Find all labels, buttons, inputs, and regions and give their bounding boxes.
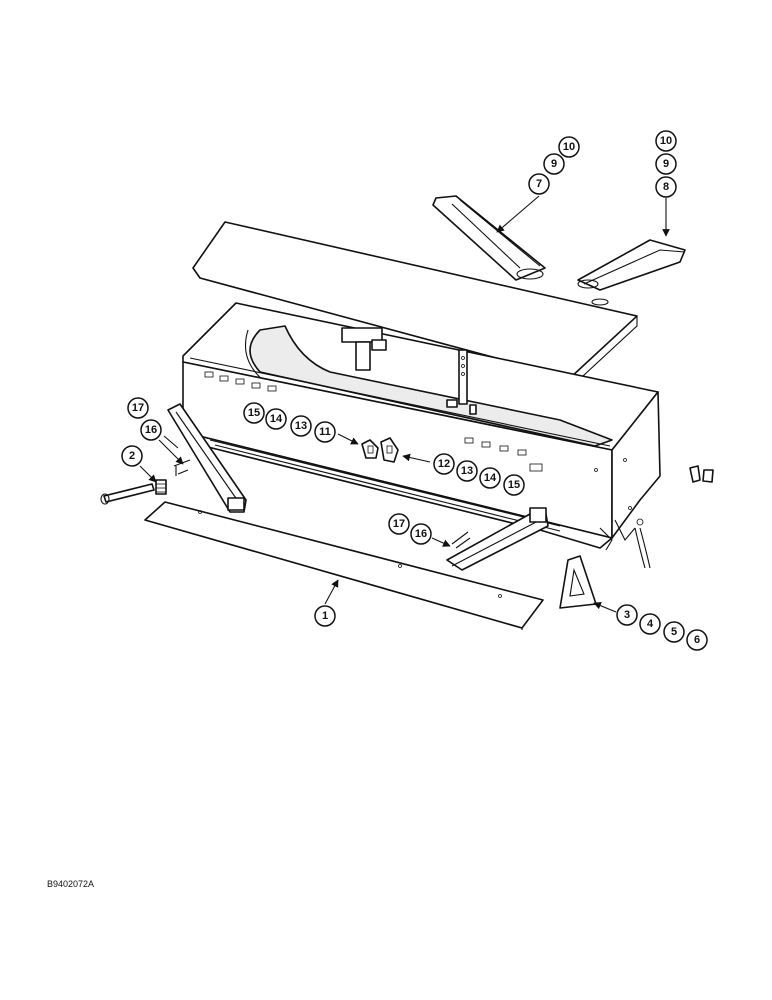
svg-text:17: 17 bbox=[132, 402, 144, 414]
callout-14-upper: 14 bbox=[265, 408, 287, 430]
hose-assembly bbox=[634, 518, 651, 569]
callout-4: 4 bbox=[639, 613, 661, 635]
callout-3: 3 bbox=[616, 604, 638, 626]
callout-15-upper: 15 bbox=[243, 402, 265, 424]
side-panel-details bbox=[594, 458, 636, 551]
callout-10-top-left: 10 bbox=[558, 136, 580, 158]
svg-text:1: 1 bbox=[322, 610, 328, 622]
callout-15-lower: 15 bbox=[503, 474, 525, 496]
callout-14-lower: 14 bbox=[479, 467, 501, 489]
svg-text:9: 9 bbox=[551, 158, 557, 170]
callout-8: 8 bbox=[655, 176, 677, 198]
svg-text:11: 11 bbox=[319, 426, 331, 438]
svg-text:14: 14 bbox=[270, 413, 283, 425]
svg-text:10: 10 bbox=[660, 135, 672, 147]
support-leg-right bbox=[446, 507, 549, 571]
svg-text:7: 7 bbox=[536, 178, 542, 190]
svg-text:3: 3 bbox=[624, 609, 630, 621]
callout-1: 1 bbox=[314, 605, 336, 627]
callout-17-right: 17 bbox=[388, 513, 410, 535]
callout-5: 5 bbox=[663, 621, 685, 643]
svg-text:6: 6 bbox=[694, 634, 700, 646]
svg-text:4: 4 bbox=[647, 618, 654, 630]
support-leg-left bbox=[167, 403, 247, 513]
svg-text:2: 2 bbox=[129, 450, 135, 462]
svg-text:17: 17 bbox=[393, 518, 405, 530]
figure-reference-code: B9402072A bbox=[47, 879, 94, 889]
svg-text:14: 14 bbox=[484, 472, 497, 484]
callout-13-lower: 13 bbox=[456, 460, 478, 482]
svg-text:15: 15 bbox=[248, 407, 260, 419]
svg-text:12: 12 bbox=[438, 458, 450, 470]
gusset-3 bbox=[559, 555, 597, 609]
callout-9-top-left: 9 bbox=[543, 153, 565, 175]
vertical-rod bbox=[446, 349, 477, 415]
pin-16-right bbox=[451, 531, 471, 549]
callout-11: 11 bbox=[314, 421, 336, 443]
center-latch bbox=[341, 327, 387, 371]
bracket-8 bbox=[577, 239, 686, 306]
svg-text:16: 16 bbox=[145, 424, 157, 436]
callout-7: 7 bbox=[528, 173, 550, 195]
latch-plates-11-12 bbox=[361, 437, 399, 463]
svg-text:8: 8 bbox=[663, 181, 669, 193]
svg-text:13: 13 bbox=[295, 420, 307, 432]
callout-10-top-right: 10 bbox=[655, 130, 677, 152]
callout-16-right: 16 bbox=[410, 523, 432, 545]
svg-text:15: 15 bbox=[508, 479, 520, 491]
leader-lines bbox=[139, 195, 670, 613]
svg-text:5: 5 bbox=[671, 626, 677, 638]
loose-clip bbox=[689, 465, 714, 483]
front-hole-row bbox=[204, 371, 543, 472]
svg-text:9: 9 bbox=[663, 158, 669, 170]
callout-16-left: 16 bbox=[140, 419, 162, 441]
rod-2 bbox=[100, 479, 167, 505]
svg-text:16: 16 bbox=[415, 528, 427, 540]
callout-2: 2 bbox=[121, 445, 143, 467]
callout-12: 12 bbox=[433, 453, 455, 475]
callout-17-left: 17 bbox=[127, 397, 149, 419]
callout-6: 6 bbox=[686, 629, 708, 651]
panel-1 bbox=[144, 501, 544, 630]
callout-9-top-right: 9 bbox=[655, 153, 677, 175]
bracket-7 bbox=[432, 195, 546, 281]
callout-13-upper: 13 bbox=[290, 415, 312, 437]
svg-text:10: 10 bbox=[563, 141, 575, 153]
svg-text:13: 13 bbox=[461, 465, 473, 477]
